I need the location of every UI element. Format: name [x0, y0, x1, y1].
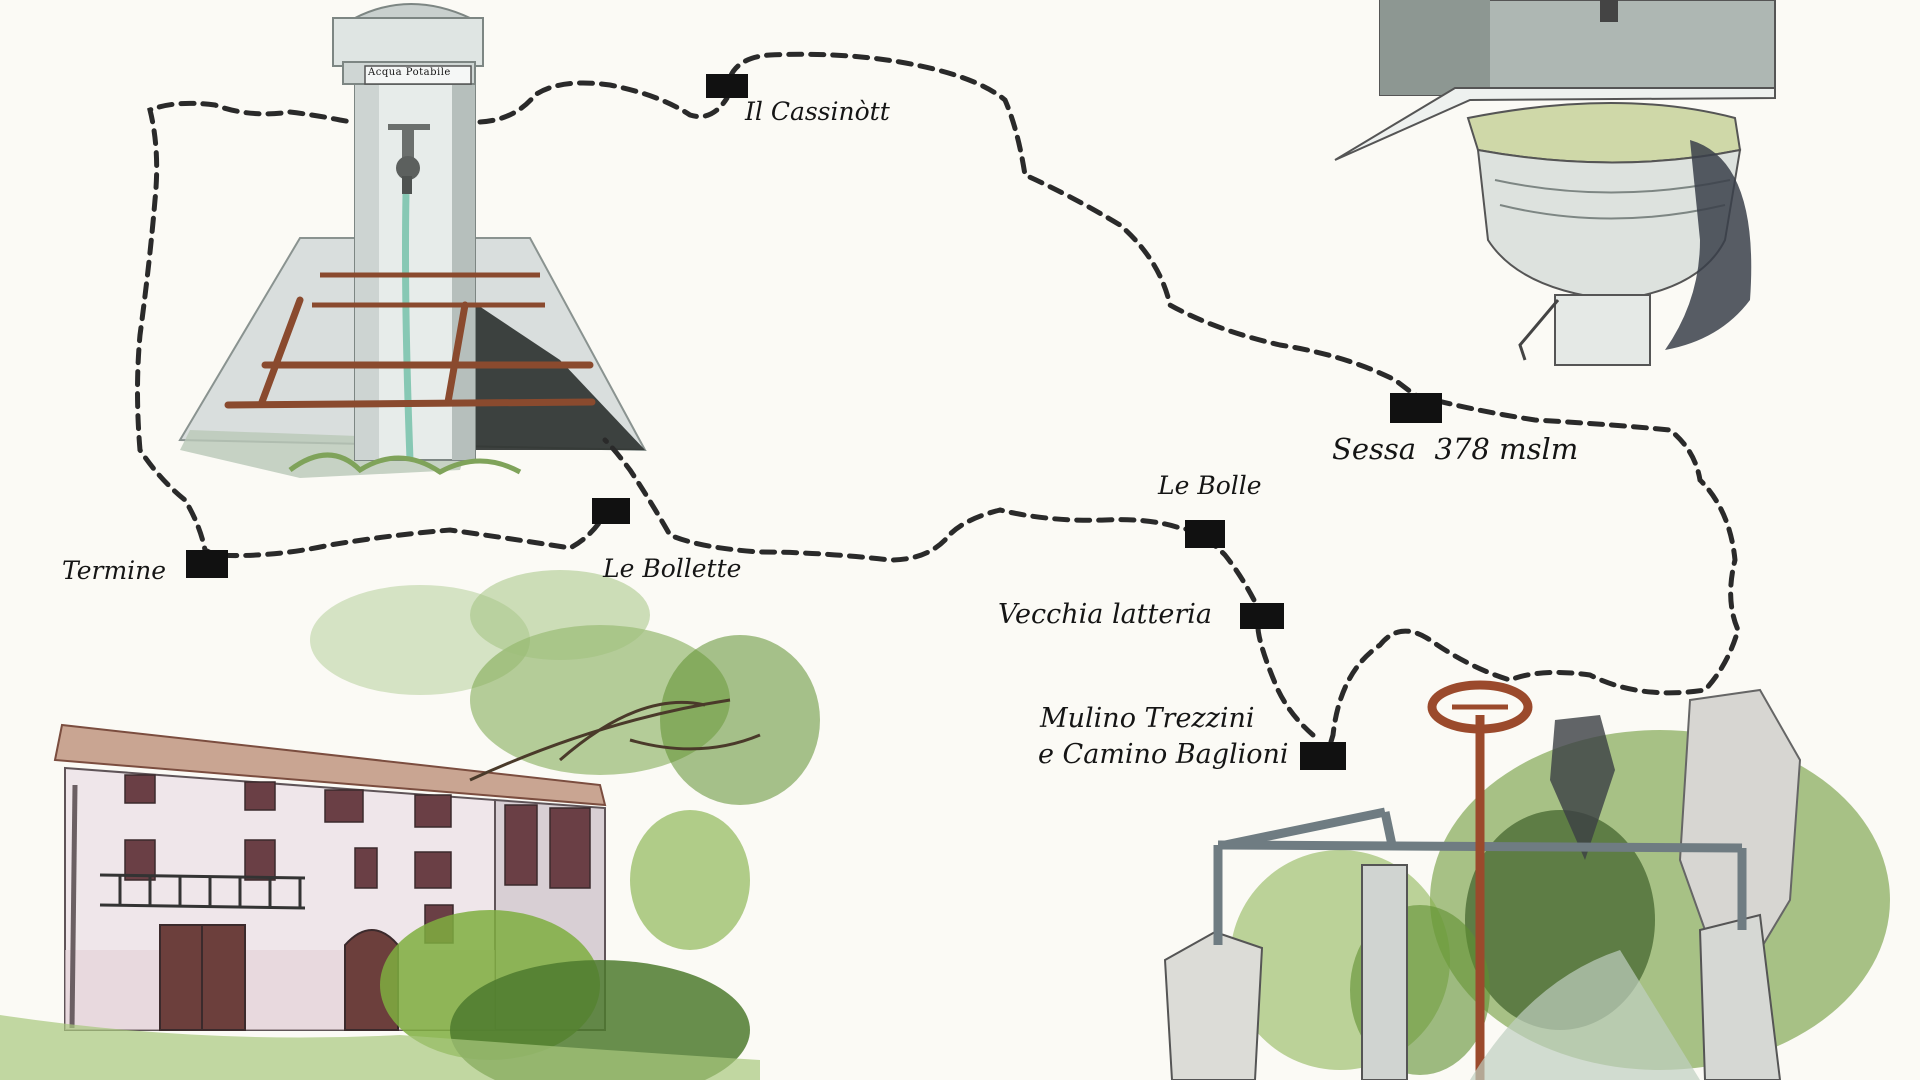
sluice-gate-illustration	[1163, 680, 1890, 1080]
label-sessa[interactable]: Sessa 378 mslm	[1332, 432, 1579, 466]
marker-le-bollette[interactable]	[592, 498, 630, 524]
fountain-plate-text: Acqua Potabile	[368, 67, 451, 78]
marker-termine[interactable]	[186, 550, 228, 578]
wall-basin-illustration	[1334, 0, 1776, 366]
farmhouse-illustration	[0, 570, 820, 1080]
label-mulino-trezzini[interactable]: Mulino Trezzini	[1040, 703, 1255, 734]
marker-sessa[interactable]	[1390, 393, 1442, 423]
label-camino-baglioni[interactable]: e Camino Baglioni	[1038, 739, 1289, 770]
label-vecchia-latteria[interactable]: Vecchia latteria	[998, 599, 1212, 630]
fountain-illustration	[178, 3, 647, 478]
marker-il-cassinott[interactable]	[706, 74, 748, 98]
label-le-bolle[interactable]: Le Bolle	[1158, 471, 1262, 500]
label-termine[interactable]: Termine	[62, 556, 167, 585]
route-path	[135, 51, 1741, 758]
marker-vecchia-latteria[interactable]	[1240, 603, 1284, 629]
marker-mulino-trezzini[interactable]	[1300, 742, 1346, 770]
stop-markers	[186, 74, 1442, 770]
marker-le-bolle[interactable]	[1185, 520, 1225, 548]
label-il-cassinott[interactable]: Il Cassinòtt	[745, 97, 890, 126]
label-le-bollette[interactable]: Le Bollette	[603, 554, 742, 583]
